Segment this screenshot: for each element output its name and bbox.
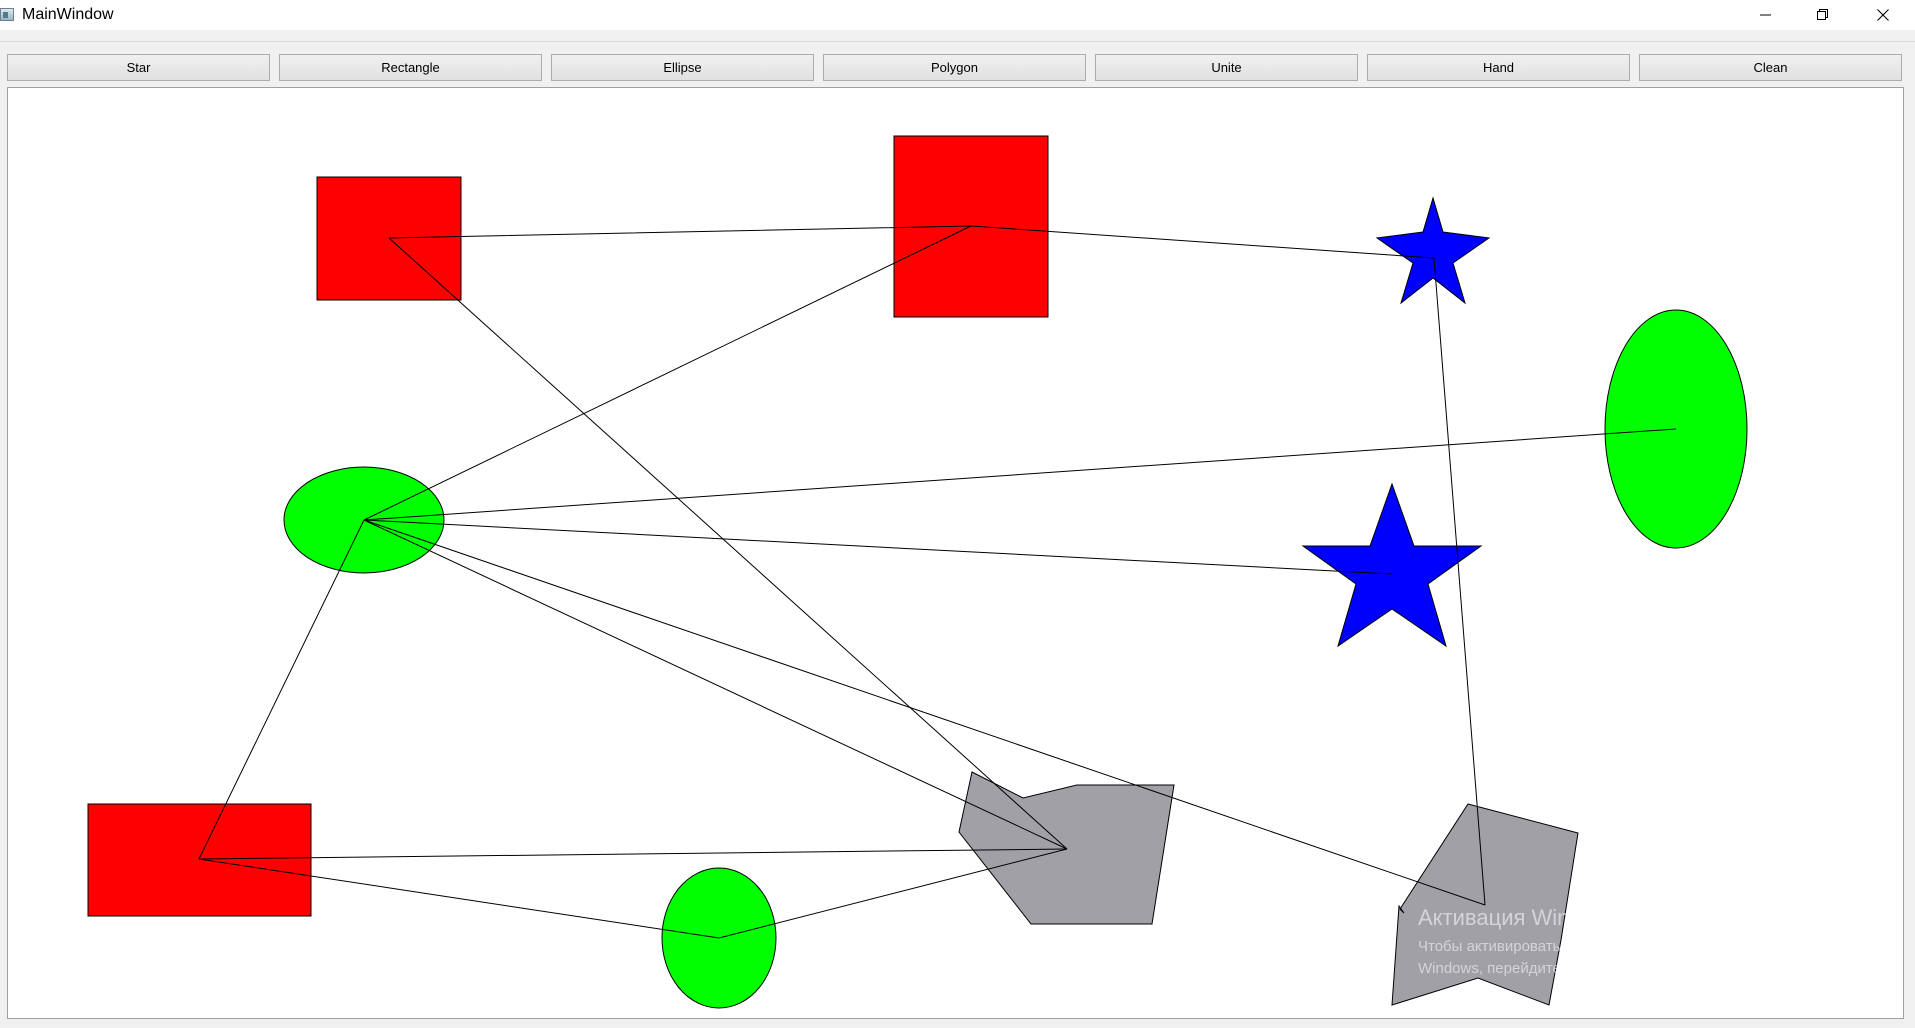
minimize-button[interactable] (1738, 0, 1794, 30)
connector-line (363, 428, 1677, 521)
canvas-scene[interactable] (8, 88, 1904, 1019)
connector-line (198, 858, 720, 939)
connector-line (363, 519, 1486, 906)
close-icon (1877, 9, 1889, 21)
connector-line (388, 237, 1068, 850)
unite-button[interactable]: Unite (1095, 54, 1358, 81)
rectangle-shape[interactable] (87, 803, 312, 917)
rectangle-button[interactable]: Rectangle (279, 54, 542, 81)
toolbar: Star Rectangle Ellipse Polygon Unite Han… (7, 54, 1904, 82)
connector-line (1433, 257, 1486, 906)
connector-line (718, 848, 1068, 939)
connector-line (198, 519, 365, 860)
window-title: MainWindow (22, 6, 114, 23)
polygon-button[interactable]: Polygon (823, 54, 1086, 81)
connector-line (363, 519, 1068, 850)
restore-button[interactable] (1795, 0, 1851, 30)
ellipse-button[interactable]: Ellipse (551, 54, 814, 81)
connector-line (363, 225, 972, 521)
drawing-canvas[interactable]: Активация Windows Чтобы активировать Win… (7, 87, 1904, 1019)
title-bar[interactable]: MainWindow (0, 0, 1915, 30)
close-button[interactable] (1855, 0, 1911, 30)
connector-line (363, 519, 1393, 575)
app-window-icon[interactable] (0, 8, 14, 21)
menu-bar (0, 30, 1915, 42)
connector-line (198, 848, 1068, 860)
minimize-icon (1760, 14, 1771, 16)
star-shape[interactable] (1301, 482, 1483, 648)
hand-button[interactable]: Hand (1367, 54, 1630, 81)
restore-icon (1817, 9, 1828, 20)
star-shape[interactable] (1375, 196, 1491, 305)
star-button[interactable]: Star (7, 54, 270, 81)
clean-button[interactable]: Clean (1639, 54, 1902, 81)
connector-lines (198, 225, 1677, 939)
